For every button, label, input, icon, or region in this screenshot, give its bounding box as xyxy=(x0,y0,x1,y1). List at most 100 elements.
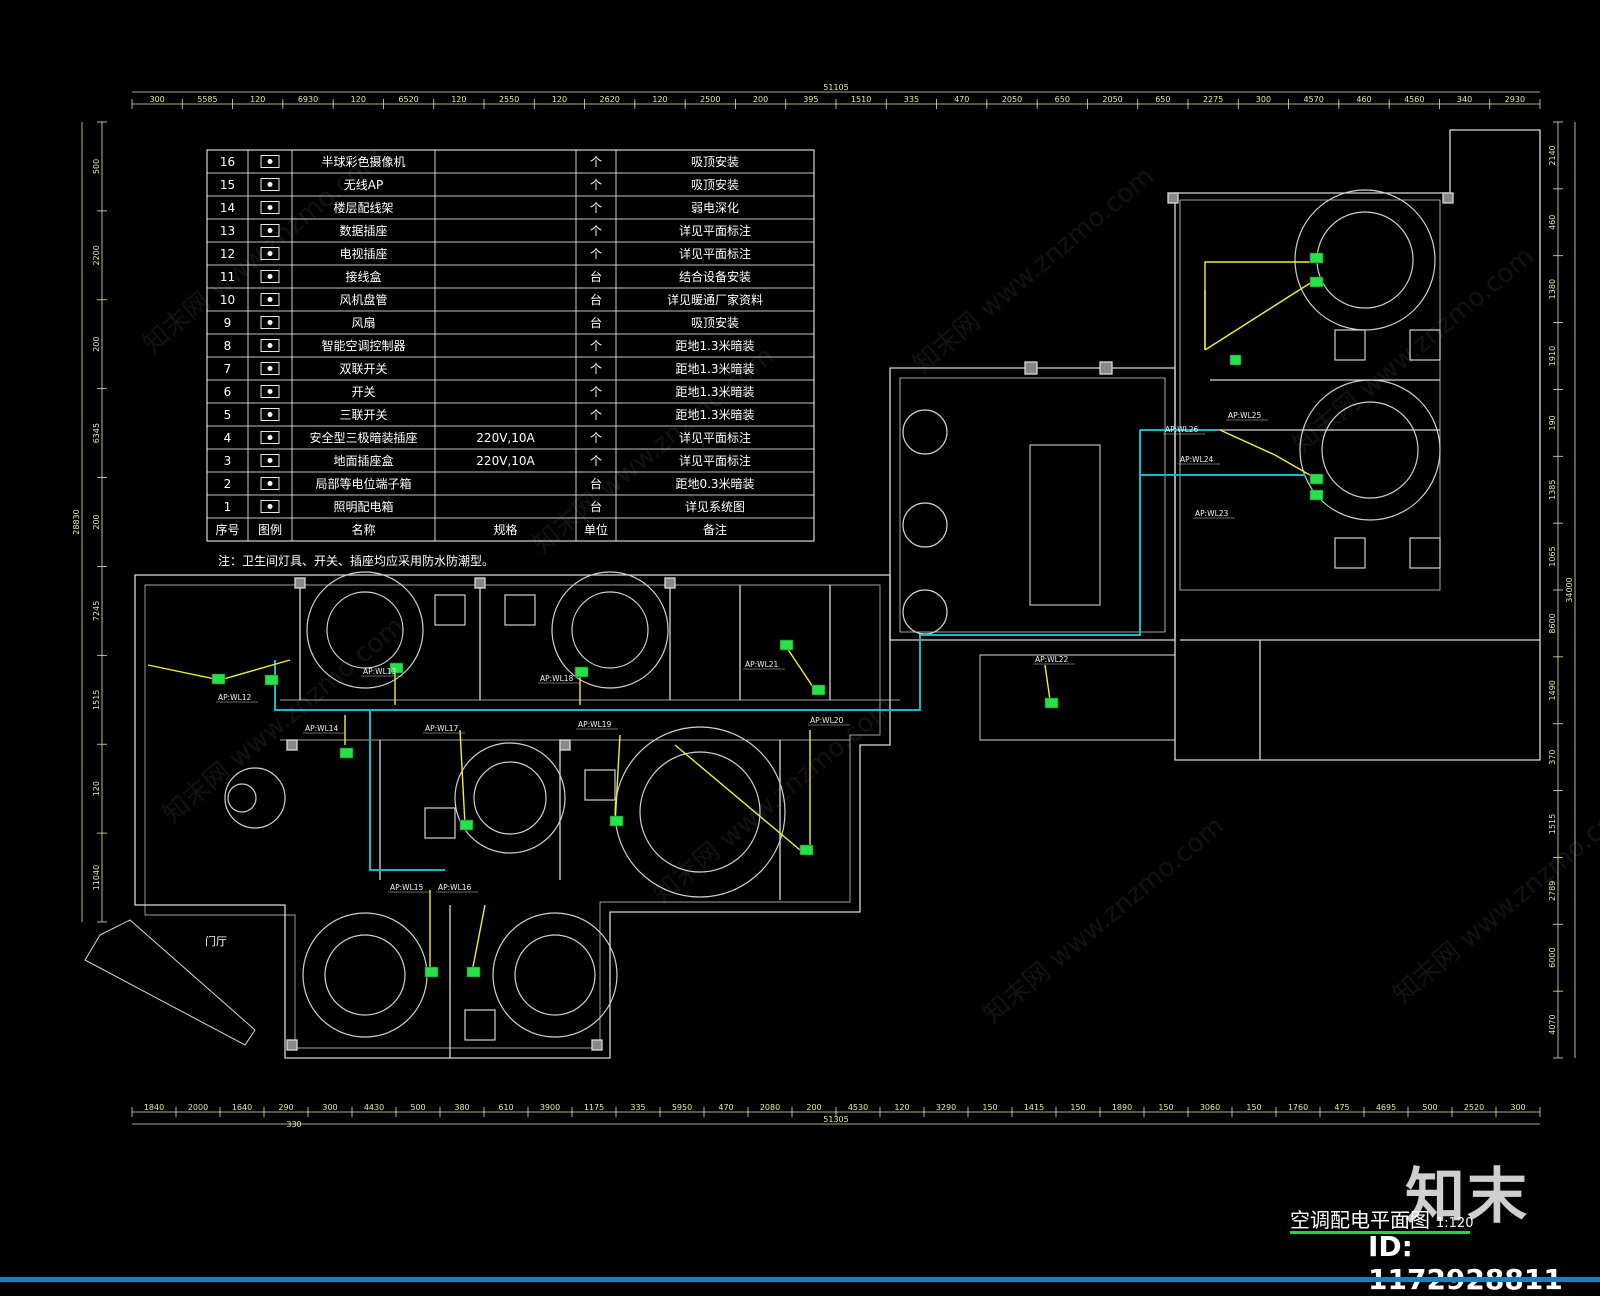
drawing-title-text: 空调配电平面图 xyxy=(1290,1208,1430,1232)
dimension-value: 2520 xyxy=(1464,1103,1484,1112)
legend-no: 9 xyxy=(224,316,232,330)
legend-header-unit: 单位 xyxy=(584,522,608,537)
floor-socket-icon xyxy=(260,454,280,467)
legend-note: 弱电深化 xyxy=(691,201,739,215)
legend-no: 1 xyxy=(224,500,232,514)
legend-no: 4 xyxy=(224,431,232,445)
dimension-value: 6520 xyxy=(398,95,418,104)
dimension-value: 2140 xyxy=(1548,145,1557,165)
dimension-value: 335 xyxy=(904,95,919,104)
dimension-value: 300 xyxy=(322,1103,337,1112)
legend-note: 详见平面标注 xyxy=(679,223,751,238)
dimension-value: 370 xyxy=(1548,750,1557,765)
legend-unit: 个 xyxy=(590,362,602,376)
dimension-value: 2620 xyxy=(600,95,620,104)
legend-no: 7 xyxy=(224,362,232,376)
dimension-value: 150 xyxy=(1070,1103,1085,1112)
legend-no: 5 xyxy=(224,408,232,422)
dimension-value: 1640 xyxy=(232,1103,252,1112)
dimension-value: 4695 xyxy=(1376,1103,1396,1112)
dimension-value: 300 xyxy=(150,95,165,104)
legend-no: 3 xyxy=(224,454,232,468)
dimension-value: 3900 xyxy=(540,1103,560,1112)
dimension-total: 51305 xyxy=(823,1115,848,1124)
legend-note: 距地1.3米暗装 xyxy=(675,338,754,353)
data-socket-icon xyxy=(260,224,280,237)
dimension-value: 2080 xyxy=(760,1103,780,1112)
legend-name: 电视插座 xyxy=(339,246,387,261)
legend-unit: 个 xyxy=(590,385,602,399)
legend-name: 无线AP xyxy=(344,178,383,192)
legend-unit: 个 xyxy=(590,247,602,261)
dimension-value: 1065 xyxy=(1548,546,1557,566)
legend-footnote: 注：卫生间灯具、开关、插座均应采用防水防潮型。 xyxy=(218,553,494,568)
dimension-value: 1415 xyxy=(1024,1103,1044,1112)
dimension-value: 470 xyxy=(718,1103,733,1112)
tv-socket-icon xyxy=(260,247,280,260)
legend-no: 10 xyxy=(220,293,235,307)
legend-no: 8 xyxy=(224,339,232,353)
legend-name: 数据插座 xyxy=(339,223,387,238)
site-logo: 知末 xyxy=(1405,1162,1529,1232)
dimension-value: 1175 xyxy=(584,1103,604,1112)
dimension-value: 650 xyxy=(1155,95,1170,104)
circuit-label: AP:WL20 xyxy=(810,716,844,725)
dome-camera-icon xyxy=(260,155,280,168)
dimension-value: 290 xyxy=(278,1103,293,1112)
dimension-value: 1380 xyxy=(1548,279,1557,299)
circuit-label: AP:WL12 xyxy=(218,693,252,702)
legend-unit: 个 xyxy=(590,178,602,192)
legend-no: 16 xyxy=(220,155,235,169)
dimension-value: 2050 xyxy=(1002,95,1022,104)
triple-switch-icon xyxy=(260,408,280,421)
legend-unit: 个 xyxy=(590,431,602,445)
circuit-label: AP:WL21 xyxy=(745,660,779,669)
drawing-scale: 1:120 xyxy=(1436,1216,1474,1231)
dimension-value: 150 xyxy=(1158,1103,1173,1112)
dimension-value: 4430 xyxy=(364,1103,384,1112)
legend-note: 详见平面标注 xyxy=(679,453,751,468)
circuit-label: AP:WL14 xyxy=(305,724,339,733)
circuit-label: AP:WL19 xyxy=(578,720,612,729)
legend-note: 吸顶安装 xyxy=(691,315,739,330)
legend-note: 吸顶安装 xyxy=(691,154,739,169)
legend-unit: 个 xyxy=(590,224,602,238)
legend-no: 2 xyxy=(224,477,232,491)
legend-unit: 个 xyxy=(590,454,602,468)
legend-note: 距地0.3米暗装 xyxy=(675,476,754,491)
dimension-value: 6930 xyxy=(298,95,318,104)
legend-unit: 台 xyxy=(590,315,602,330)
dimension-value: 4570 xyxy=(1304,95,1324,104)
lighting-panel-icon xyxy=(260,500,280,513)
legend-spec: 220V,10A xyxy=(476,431,535,445)
dimension-value: 300 xyxy=(1510,1103,1525,1112)
power-wiring xyxy=(147,261,1316,973)
circuit-label: AP:WL13 xyxy=(363,667,397,676)
dimension-value: 6000 xyxy=(1548,948,1557,968)
dimension-value: 8600 xyxy=(1548,613,1557,633)
circuit-label: AP:WL26 xyxy=(1165,425,1199,434)
dimension-value: 470 xyxy=(954,95,969,104)
dimension-value: 1890 xyxy=(1112,1103,1132,1112)
legend-unit: 台 xyxy=(590,499,602,514)
legend-name: 双联开关 xyxy=(339,362,387,376)
legend-header-name: 名称 xyxy=(351,522,375,537)
dimension-total: 34000 xyxy=(1565,577,1574,602)
fan-coil-units xyxy=(211,252,1324,978)
dimension-value: 500 xyxy=(92,159,101,174)
legend-note: 吸顶安装 xyxy=(691,177,739,192)
legend-unit: 个 xyxy=(590,155,602,169)
legend-note: 详见系统图 xyxy=(685,499,745,514)
dimension-value: 395 xyxy=(803,95,818,104)
circuit-label: AP:WL15 xyxy=(390,883,424,892)
dimension-value: 200 xyxy=(92,514,101,529)
legend-name: 局部等电位端子箱 xyxy=(315,476,411,491)
dimension-value: 120 xyxy=(351,95,366,104)
dimension-value: 5950 xyxy=(672,1103,692,1112)
dimension-value: 150 xyxy=(1246,1103,1261,1112)
fan-icon xyxy=(260,316,280,329)
legend-unit: 台 xyxy=(590,292,602,307)
dimension-value: 5585 xyxy=(197,95,217,104)
legend-header-note: 备注 xyxy=(703,522,727,537)
